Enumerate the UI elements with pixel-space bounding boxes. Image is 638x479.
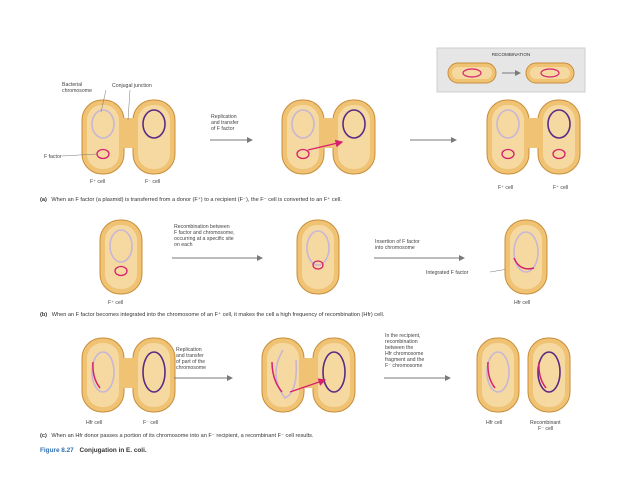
- panel-c: Hfr cell F⁻ cell Replication and transfe…: [40, 333, 571, 439]
- label-b-cell-left: F⁺ cell: [108, 300, 123, 306]
- figure-number: Figure 8.27: [40, 447, 74, 454]
- panel-a-result-pair: [486, 99, 581, 175]
- caption-a: (a) When an F factor (a plasmid) is tran…: [40, 196, 342, 203]
- label-replication-1: Replication: [211, 114, 237, 120]
- caption-b-text: When an F factor becomes integrated into…: [52, 311, 385, 318]
- label-c-recipient: F⁻ cell: [143, 420, 158, 426]
- label-c-result-right-2: F⁻ cell: [538, 426, 553, 432]
- panel-b: F⁺ cell Recombination between F factor a…: [40, 219, 548, 318]
- label-c-result-right-1: Recombinant: [530, 420, 561, 426]
- panel-c-result-pair: [476, 337, 571, 413]
- panel-b-recombining-cell: [296, 219, 340, 295]
- panel-a: Bacterial chromosome Conjugal junction F…: [40, 82, 581, 203]
- label-bacterial-chromosome-2: chromosome: [62, 88, 92, 94]
- label-c-result-left: Hfr cell: [486, 420, 502, 426]
- label-f-factor: F factor: [44, 154, 62, 160]
- caption-c: (c) When an Hfr donor passes a portion o…: [40, 433, 314, 439]
- label-result-right: F⁺ cell: [553, 185, 568, 191]
- f-factor-transfer-arrow: [307, 139, 344, 151]
- caption-c-text: When an Hfr donor passes a portion of it…: [51, 433, 314, 439]
- recombination-label: RECOMBINATION: [492, 52, 530, 57]
- panel-c-donor-pair: [81, 337, 176, 413]
- caption-a-text: When an F factor (a plasmid) is transfer…: [51, 196, 342, 203]
- label-b-recomb-3: occurring at a specific site: [174, 236, 234, 242]
- figure-title-text: Conjugation in E. coli.: [80, 447, 147, 454]
- label-b-cell-right: Hfr cell: [514, 300, 530, 306]
- bacterial-chromosome: [91, 109, 115, 139]
- label-c-recomb-4: Hfr chromosome: [385, 351, 423, 357]
- label-recipient-cell: F⁻ cell: [145, 179, 160, 185]
- caption-b: (b) When an F factor becomes integrated …: [40, 311, 385, 318]
- label-replication-2: and transfer: [211, 120, 239, 126]
- label-b-integrated: Integrated F factor: [426, 270, 469, 276]
- caption-c-letter: (c): [40, 433, 47, 439]
- label-c-recomb-2: recombination: [385, 339, 418, 345]
- label-c-repl-1: Replication: [176, 347, 202, 353]
- label-b-insertion-2: into chromosome: [375, 245, 415, 251]
- panel-c-transfer-pair: [261, 337, 356, 413]
- label-b-recomb-2: F factor and chromosome,: [174, 230, 235, 236]
- label-bacterial-chromosome-1: Bacterial: [62, 82, 82, 88]
- label-result-left: F⁺ cell: [498, 185, 513, 191]
- recombination-inset: RECOMBINATION: [436, 47, 586, 93]
- integrated-f-factor: [513, 257, 535, 270]
- conjugal-junction: [122, 118, 135, 148]
- caption-b-letter: (b): [40, 312, 47, 318]
- label-b-insertion-1: Insertion of F factor: [375, 239, 420, 245]
- label-donor-cell: F⁺ cell: [90, 179, 105, 185]
- panel-b-hfr-cell: [504, 219, 548, 295]
- label-c-recomb-6: F⁻ chromosome: [385, 363, 422, 369]
- label-c-recomb-3: between the: [385, 345, 413, 351]
- figure-title: Figure 8.27 Conjugation in E. coli.: [40, 447, 147, 454]
- panel-a-donor-pair: [81, 99, 176, 175]
- label-c-recomb-1: In the recipient,: [385, 333, 420, 339]
- label-c-repl-3: of part of the: [176, 359, 205, 365]
- label-c-repl-4: chromosome: [176, 365, 206, 371]
- label-c-repl-2: and transfer: [176, 353, 204, 359]
- label-c-recomb-5: fragment and the: [385, 357, 424, 363]
- panel-b-f-plus-cell: [99, 219, 143, 295]
- caption-a-letter: (a): [40, 197, 47, 203]
- chromosome-transfer-arrow: [289, 378, 327, 393]
- label-c-donor: Hfr cell: [86, 420, 102, 426]
- label-conjugal-junction: Conjugal junction: [112, 83, 152, 89]
- label-replication-3: of F factor: [211, 126, 235, 132]
- label-b-recomb-1: Recombination between: [174, 224, 230, 230]
- label-b-recomb-4: on each: [174, 242, 193, 248]
- panel-a-transfer-pair: [281, 99, 376, 175]
